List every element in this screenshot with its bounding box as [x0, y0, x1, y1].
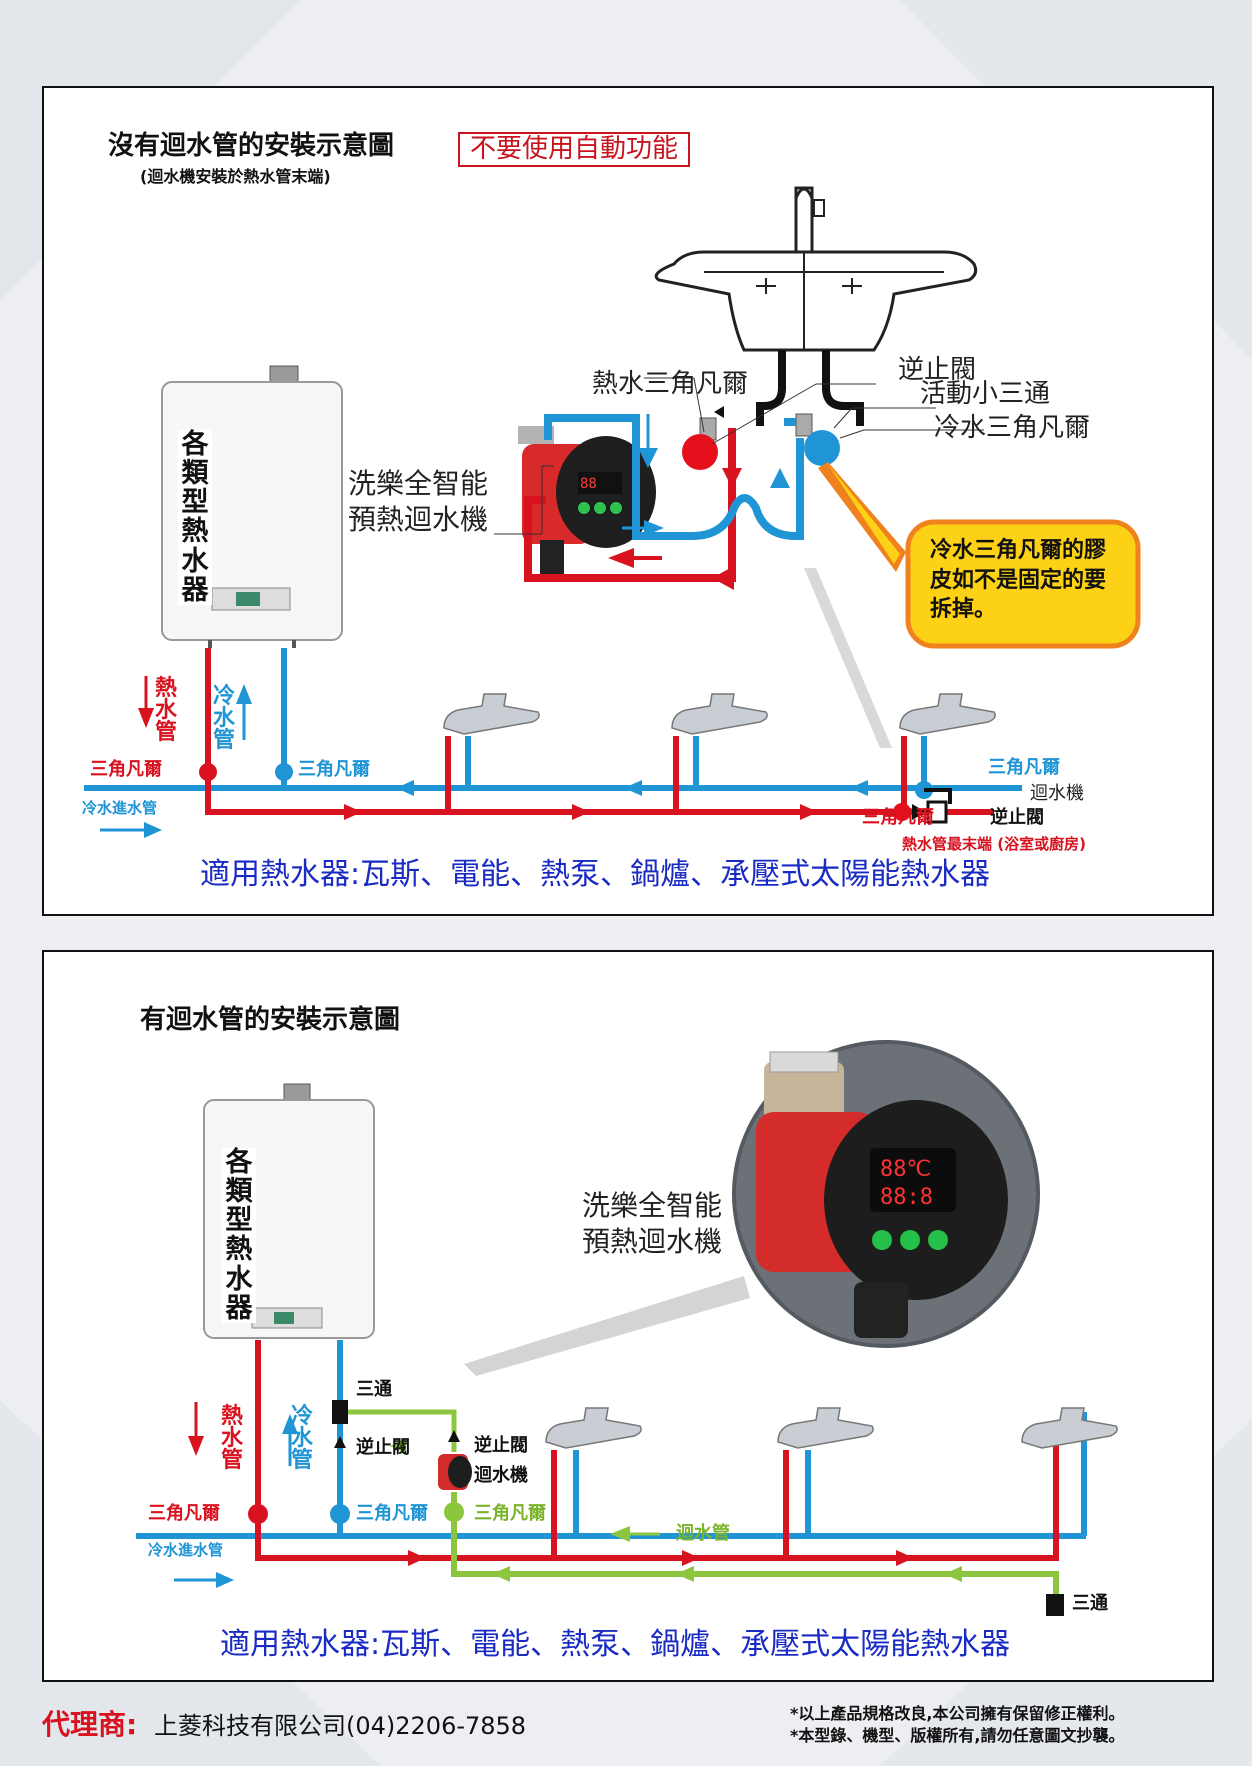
tee-top-label: 三通	[356, 1379, 392, 1400]
faucet-b3	[1021, 1407, 1118, 1449]
hot-angle-valve-label: 熱水三角凡爾	[592, 369, 749, 399]
pump-name-bottom-line-2: 預熱迴水機	[582, 1225, 723, 1259]
sink-graphic	[654, 186, 978, 426]
pump-name-line-1: 洗樂全智能	[348, 467, 489, 500]
svg-text:88:8: 88:8	[880, 1185, 933, 1210]
angle-valve-hot-label-top: 三角凡爾	[90, 759, 162, 780]
check-valve-right-label: 逆止閥	[474, 1435, 528, 1456]
end-pump-label: 迴水機	[1030, 783, 1084, 804]
return-pipe-label: 迴水管	[676, 1523, 730, 1544]
faucet-3	[899, 693, 996, 812]
callout-text: 冷水三角凡爾的膠皮如不是固定的要拆掉。	[930, 538, 1107, 623]
top-subtitle: (迴水機安裝於熱水管末端)	[140, 167, 331, 186]
applies-text-top: 適用熱水器:瓦斯、電能、熱泵、鍋爐、承壓式太陽能熱水器	[200, 857, 991, 892]
end-angle-valve-cold-label: 三角凡爾	[988, 757, 1060, 778]
angle-valve-cold-label-top: 三角凡爾	[298, 759, 370, 780]
check-valve-label: 逆止閥	[898, 355, 977, 385]
svg-text:88℃: 88℃	[880, 1157, 931, 1182]
small-pump-graphic	[438, 1454, 472, 1490]
footer-agent-label: 代理商:	[42, 1708, 138, 1741]
faucet-b1	[545, 1407, 642, 1558]
footer-company: 上菱科技有限公司(04)2206-7858	[154, 1712, 527, 1740]
pump-name-top: 洗樂全智能 預熱迴水機	[348, 466, 498, 539]
faucet-2	[671, 693, 768, 812]
end-angle-valve-hot-label: 三角凡爾	[862, 807, 934, 828]
pump-name-line-2: 預熱迴水機	[348, 503, 489, 537]
check-valve-left-label: 逆止閥	[356, 1437, 410, 1458]
bottom-diagram-panel: 88℃ 88:8	[42, 950, 1214, 1682]
footer-note-1: *以上產品規格改良,本公司擁有保留修正權利。	[790, 1704, 1125, 1723]
angle-valve-green-label: 三角凡爾	[474, 1503, 546, 1524]
end-note-label: 熱水管最末端 (浴室或廚房)	[902, 835, 1086, 853]
small-tee-label: 活動小三通	[920, 379, 1051, 409]
cold-pipe-label-top: 冷水管	[212, 684, 235, 753]
applies-text-bottom: 適用熱水器:瓦斯、電能、熱泵、鍋爐、承壓式太陽能熱水器	[220, 1627, 1011, 1662]
flow-arrows-bottom	[174, 1402, 962, 1588]
footer-note-2: *本型錄、機型、版權所有,請勿任意圖文抄襲。	[790, 1726, 1125, 1745]
hot-pipe-label-top: 熱水管	[154, 676, 177, 745]
tee-end-label: 三通	[1072, 1593, 1108, 1614]
flow-arrows-top	[100, 676, 868, 838]
top-diagram-panel: 88	[42, 86, 1214, 916]
cold-inlet-label-bottom: 冷水進水管	[148, 1541, 224, 1559]
bottom-diagram-graphic: 88℃ 88:8	[136, 1040, 1118, 1616]
pump-photo-graphic: 88℃ 88:8	[464, 1040, 1040, 1376]
hot-pipe-label-bottom: 熱水管	[220, 1404, 243, 1473]
pump-graphic-top: 88	[518, 426, 656, 576]
bottom-title: 有迴水管的安裝示意圖	[140, 1005, 401, 1035]
faucet-1	[443, 693, 540, 812]
angle-valve-hot-label-bottom: 三角凡爾	[148, 1503, 220, 1524]
small-pump-label: 迴水機	[474, 1465, 528, 1486]
heater-name-top: 各類型熱水器	[178, 430, 212, 605]
warning-box: 不要使用自動功能	[458, 132, 691, 167]
faucet-b2	[777, 1407, 874, 1558]
end-check-valve-label: 逆止閥	[990, 807, 1044, 828]
pump-name-bottom-line-1: 洗樂全智能	[582, 1189, 723, 1222]
heater-name-bottom: 各類型熱水器	[222, 1148, 256, 1323]
svg-text:88: 88	[580, 476, 597, 492]
cold-pipe-label-bottom: 冷水管	[290, 1404, 313, 1473]
angle-valve-cold-label-bottom: 三角凡爾	[356, 1503, 428, 1524]
cold-inlet-label-top: 冷水進水管	[82, 799, 158, 817]
cold-angle-valve-label: 冷水三角凡爾	[934, 413, 1091, 443]
pump-name-bottom: 洗樂全智能 預熱迴水機	[582, 1188, 742, 1261]
top-title: 沒有迴水管的安裝示意圖	[108, 131, 395, 161]
